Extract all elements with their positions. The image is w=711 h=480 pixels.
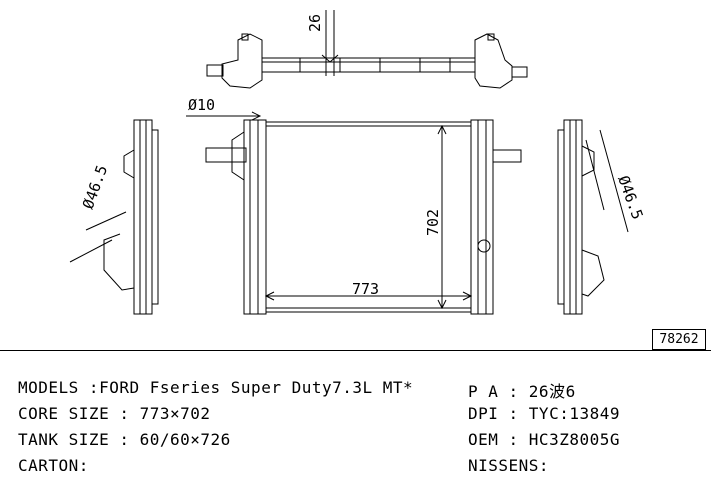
drawing-code: 78262 — [652, 329, 706, 350]
dim-left-dia-label: Ø46.5 — [79, 163, 111, 212]
spec-oem: OEM : HC3Z8005G — [468, 430, 620, 449]
right-side-view: Ø46.5 — [557, 119, 647, 315]
radiator-drawing: 26 Ø10 — [69, 10, 647, 315]
spec-nissens: NISSENS: — [468, 456, 550, 475]
spec-models: MODELS :FORD Fseries Super Duty7.3L MT* — [18, 378, 414, 397]
dim-height-label: 702 — [424, 209, 442, 236]
dim-right-dia-label: Ø46.5 — [614, 173, 646, 222]
dim-top-label: 26 — [306, 14, 324, 32]
top-view: 26 — [206, 10, 528, 89]
divider — [0, 350, 711, 351]
dim-pipe-label: Ø10 — [188, 96, 215, 114]
dim-width-label: 773 — [352, 280, 379, 298]
spec-pa: P A : 26波6 — [468, 382, 576, 401]
spec-core-size: CORE SIZE : 773×702 — [18, 404, 211, 423]
spec-tank-size: TANK SIZE : 60/60×726 — [18, 430, 231, 449]
spec-carton: CARTON: — [18, 456, 89, 475]
left-side-view: Ø46.5 — [69, 119, 159, 315]
spec-dpi: DPI : TYC:13849 — [468, 404, 620, 423]
front-view: Ø10 702 773 — [186, 96, 522, 315]
